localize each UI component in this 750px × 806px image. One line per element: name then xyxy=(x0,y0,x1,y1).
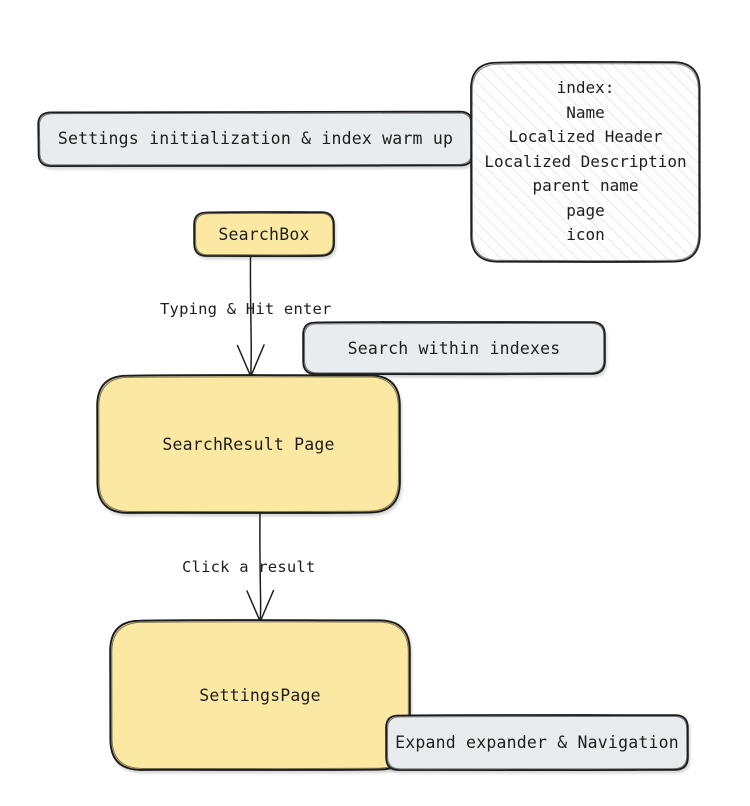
search-box-shape[interactable] xyxy=(193,211,335,258)
settings-page-shape[interactable] xyxy=(109,619,411,771)
settings-init-note-shape[interactable] xyxy=(37,110,474,167)
search-within-indexes-note-shape[interactable] xyxy=(302,321,606,376)
index-box-shape[interactable] xyxy=(470,60,701,263)
edge-label-typing-hit-enter: Typing & Hit enter xyxy=(160,300,332,318)
edge-searchbox-to-result xyxy=(236,256,265,378)
edge-result-to-settings xyxy=(246,513,275,623)
search-result-page-shape[interactable] xyxy=(96,374,401,514)
edge-label-click-a-result: Click a result xyxy=(182,558,316,576)
expand-expander-note-shape[interactable] xyxy=(385,714,689,772)
